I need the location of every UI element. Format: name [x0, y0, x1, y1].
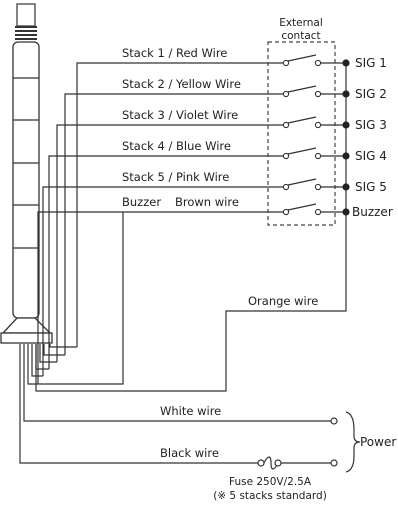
- stack2-wire: [64, 93, 283, 355]
- sig4-label: SIG 4: [355, 149, 387, 163]
- stack3-label: Stack 3 / Violet Wire: [122, 108, 238, 122]
- wire-bundle: [19, 62, 361, 473]
- buzzer-terminal-label: Buzzer: [352, 205, 393, 219]
- stack4-wire: [48, 155, 283, 369]
- switches: [282, 54, 346, 216]
- stack4-label: Stack 4 / Blue Wire: [122, 139, 231, 153]
- signal-tower: [0, 3, 53, 344]
- black-wire: [19, 344, 258, 464]
- white-wire: [23, 344, 331, 422]
- buzzer-label: Buzzer: [122, 195, 161, 209]
- stack1-wire: [76, 62, 283, 347]
- stack1-label: Stack 1 / Red Wire: [122, 46, 227, 60]
- stack5-label: Stack 5 / Pink Wire: [122, 170, 229, 184]
- fuse-symbol: [257, 456, 282, 470]
- stack2-label: Stack 2 / Yellow Wire: [122, 77, 241, 91]
- external-contact-box: [267, 41, 336, 226]
- sig2-label: SIG 2: [355, 87, 387, 101]
- fuse-note: (※ 5 stacks standard): [213, 490, 327, 502]
- external-contact-label-2: contact: [281, 30, 320, 42]
- fuse-label: Fuse 250V/2.5A: [229, 476, 312, 488]
- power-brace: [345, 411, 361, 473]
- orange-wire: [35, 63, 347, 392]
- sig3-label: SIG 3: [355, 118, 387, 132]
- buzzer-brown-wire: [37, 211, 283, 384]
- power-label: Power: [360, 435, 396, 449]
- orange-wire-label: Orange wire: [248, 294, 318, 308]
- brown-wire-label: Brown wire: [175, 195, 239, 209]
- black-wire-label: Black wire: [160, 446, 219, 460]
- stack3-wire: [56, 124, 283, 362]
- external-contact-label-1: External: [279, 17, 323, 29]
- signal-terminals: [342, 59, 350, 216]
- sig5-label: SIG 5: [355, 180, 387, 194]
- stack5-wire: [42, 186, 283, 376]
- sig1-label: SIG 1: [355, 56, 387, 70]
- white-wire-label: White wire: [160, 404, 221, 418]
